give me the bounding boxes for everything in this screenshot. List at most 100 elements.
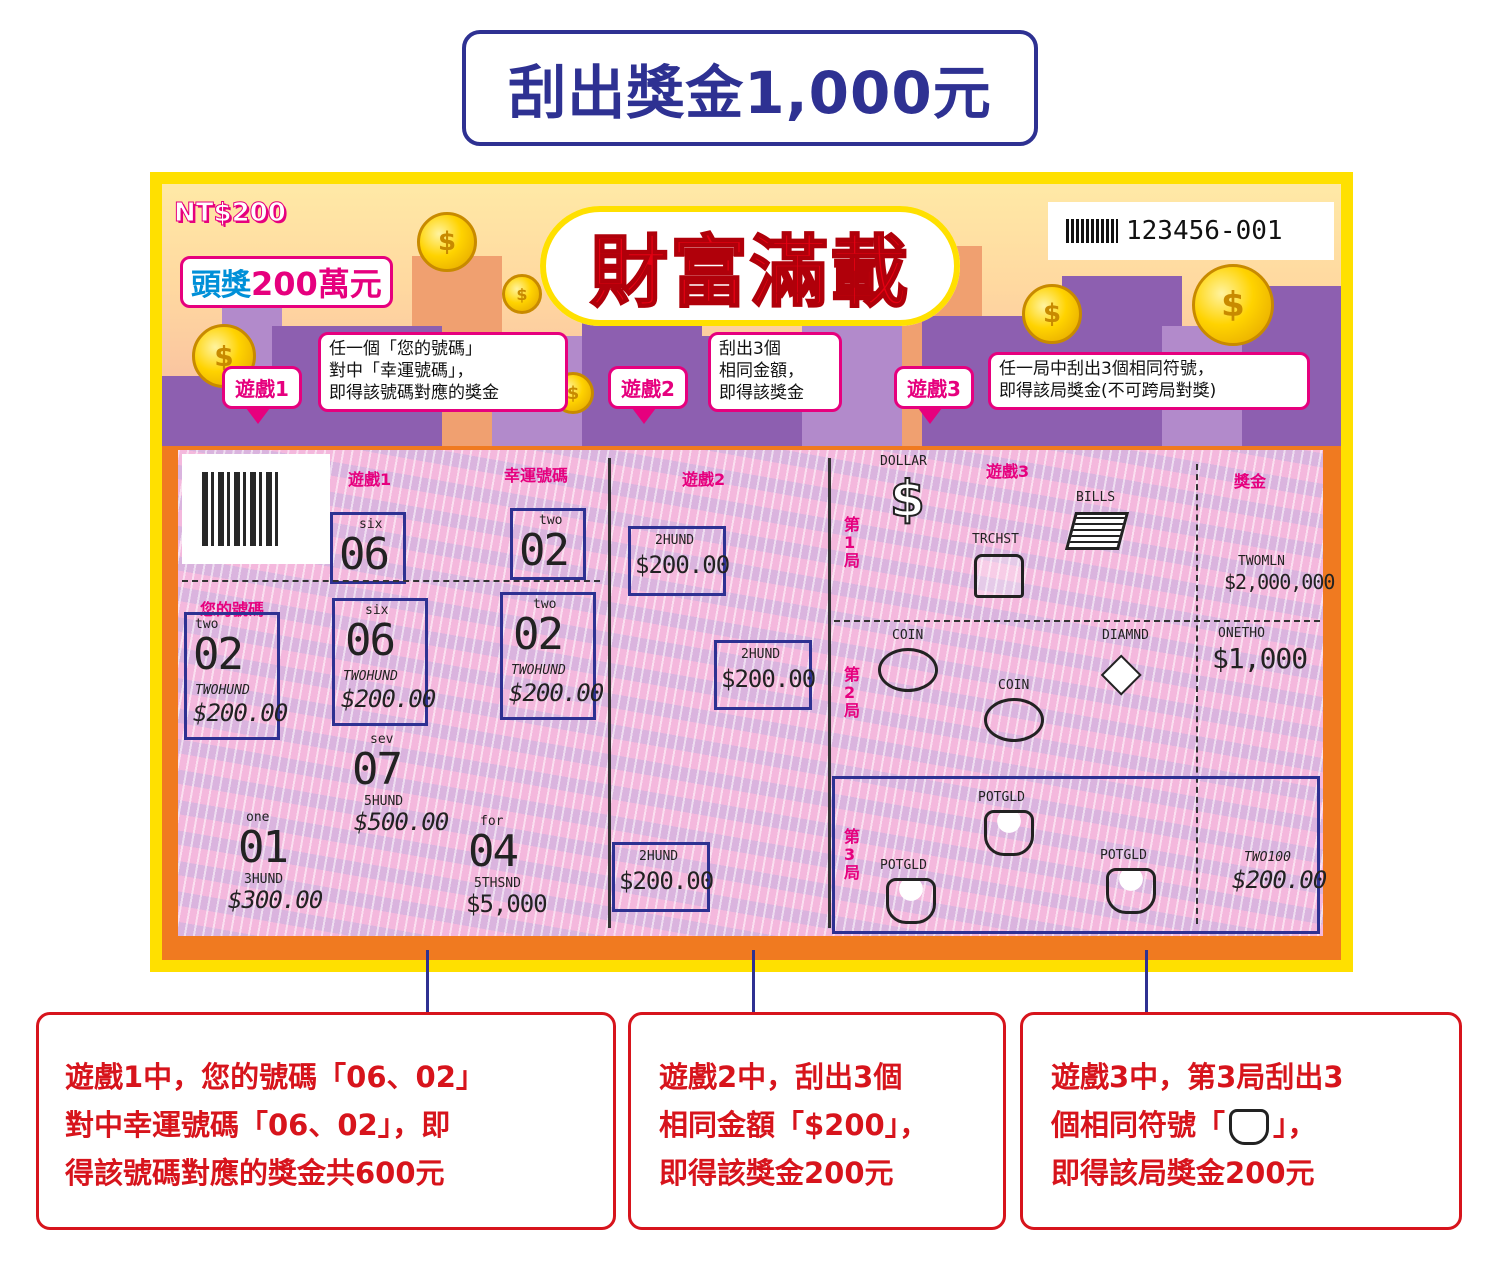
gold-coin-icon: $ xyxy=(417,212,477,272)
headline-box: 刮出獎金1,000元 xyxy=(462,30,1038,146)
game1-rule-line: 對中「幸運號碼」， xyxy=(329,361,474,381)
game3-label: 遊戲3 xyxy=(986,462,1030,481)
your-number-prize: $300.00 xyxy=(228,886,323,914)
diamond-icon: ◆ xyxy=(1101,642,1141,700)
round3-prize: $200.00 xyxy=(1232,866,1327,894)
callout-line-part: 」， xyxy=(1273,1108,1317,1142)
game-title-badge: 財富滿載 xyxy=(540,206,960,326)
divider-dashed xyxy=(834,620,1320,622)
serial-box: 123456-001 xyxy=(1048,202,1334,260)
symbol-word: POTGLD xyxy=(1100,848,1147,863)
top-prize-amount: 200萬元 xyxy=(251,265,382,303)
round3-win-highlight xyxy=(832,776,1320,934)
callout-game1: 遊戲1中，您的號碼「06、02」 對中幸運號碼「06、02」，即 得該號碼對應的… xyxy=(36,1012,616,1230)
cash-bills-icon xyxy=(1064,512,1130,550)
your-number-prize-word: TWOHUND xyxy=(511,663,566,678)
game-title: 財富滿載 xyxy=(589,227,910,319)
game2-rule-line: 即得該獎金 xyxy=(719,383,804,403)
round1-prize: $2,000,000 xyxy=(1224,570,1335,594)
serial-barcode-icon xyxy=(1066,219,1118,243)
your-number-word: six xyxy=(365,603,389,618)
game1-rule-line: 即得該號碼對應的獎金 xyxy=(329,383,499,403)
round2-prize: $1,000 xyxy=(1212,642,1308,675)
your-number-prize-word: 5HUND xyxy=(364,794,404,809)
headline-text: 刮出獎金1,000元 xyxy=(508,59,992,127)
game2-label: 遊戲2 xyxy=(682,470,726,489)
callout-line: 得該號碼對應的獎金共600元 xyxy=(65,1156,445,1190)
your-number-prize-word: TWOHUND xyxy=(343,669,398,684)
callout-line: 遊戲3中，第3局刮出3 xyxy=(1051,1060,1344,1094)
your-number-prize: $500.00 xyxy=(354,808,449,836)
your-number-prize: $200.00 xyxy=(341,685,436,713)
your-number-prize-word: 5THSND xyxy=(474,876,521,891)
serial-number: 123456-001 xyxy=(1126,216,1283,246)
callout-line: 即得該獎金200元 xyxy=(659,1156,894,1190)
your-number-cell: six 06 TWOHUND $200.00 xyxy=(332,598,436,726)
lottery-ticket: $ $ $ $ $ $ NT$200 頭獎 200萬元 財富滿載 123456-… xyxy=(150,172,1353,972)
game2-amount-word: 2HUND xyxy=(639,849,679,864)
your-number-prize: $200.00 xyxy=(509,679,604,707)
game1-rule: 任一個「您的號碼」 對中「幸運號碼」， 即得該號碼對應的獎金 xyxy=(318,332,568,412)
pot-of-gold-icon xyxy=(1106,868,1156,914)
your-number-value: 04 xyxy=(468,826,519,877)
dollar-sign-icon: $ xyxy=(889,469,926,529)
callout-line: 個相同符號「 」， xyxy=(1051,1101,1317,1149)
scratch-area[interactable]: 遊戲1 幸運號碼 您的號碼 six 06 two 02 two 02 TWOHU… xyxy=(178,450,1335,936)
game2-rule: 刮出3個 相同金額， 即得該獎金 xyxy=(708,332,842,412)
callout-line: 遊戲2中，刮出3個 xyxy=(659,1060,903,1094)
callout-line-part: 個相同符號「 xyxy=(1051,1108,1226,1142)
your-number-value: 02 xyxy=(513,609,564,660)
pot-of-gold-icon xyxy=(886,878,936,924)
top-prize-prefix: 頭獎 xyxy=(191,268,251,303)
connector-line xyxy=(752,950,755,1042)
game2-rule-line: 刮出3個 xyxy=(719,339,781,359)
round2-prize-word: ONETHO xyxy=(1218,626,1265,641)
lucky-numbers-label: 幸運號碼 xyxy=(504,466,569,485)
qr-code-icon xyxy=(202,472,278,546)
your-number-value: 01 xyxy=(238,822,289,873)
game2-tag: 遊戲2 xyxy=(608,366,688,409)
your-number-cell: two 02 TWOHUND $200.00 xyxy=(500,592,604,720)
pot-of-gold-icon xyxy=(1229,1109,1270,1145)
round3-prize-word: TWO100 xyxy=(1244,850,1291,865)
game2-amount: $200.00 xyxy=(721,665,816,693)
down-arrow-icon xyxy=(632,408,656,424)
your-number-prize-word: TWOHUND xyxy=(195,683,250,698)
lucky-number-word: six xyxy=(359,517,383,532)
game3-rule-line: 即得該局獎金(不可跨局對獎) xyxy=(999,381,1217,401)
lucky-number-word: two xyxy=(539,513,563,528)
connector-line xyxy=(1145,950,1148,1042)
symbol-word: COIN xyxy=(892,628,924,643)
coin-icon xyxy=(984,698,1044,742)
game3-prize-label: 獎金 xyxy=(1234,472,1267,491)
callout-line: 即得該局獎金200元 xyxy=(1051,1156,1315,1190)
symbol-word: POTGLD xyxy=(880,858,927,873)
callout-game2: 遊戲2中，刮出3個 相同金額「$200」， 即得該獎金200元 xyxy=(628,1012,1006,1230)
top-prize-banner: 頭獎 200萬元 xyxy=(180,256,393,308)
section-divider xyxy=(828,458,831,928)
gold-coin-icon: $ xyxy=(502,274,542,314)
game1-label: 遊戲1 xyxy=(348,470,392,489)
symbol-word: COIN xyxy=(998,678,1030,693)
lucky-number-value: 06 xyxy=(339,529,390,580)
your-number-word: one xyxy=(246,810,270,825)
symbol-word: DIAMND xyxy=(1102,628,1149,643)
game2-rule-line: 相同金額， xyxy=(719,361,804,381)
game2-amount-word: 2HUND xyxy=(741,647,781,662)
pot-of-gold-icon xyxy=(984,810,1034,856)
your-number-cell: two 02 TWOHUND $200.00 xyxy=(184,612,288,740)
treasure-chest-icon xyxy=(974,554,1024,598)
game2-amount-cell: 2HUND $200.00 xyxy=(628,526,730,596)
lucky-number-value: 02 xyxy=(519,525,570,576)
your-number-word: two xyxy=(195,617,219,632)
symbol-word: DOLLAR xyxy=(880,454,927,469)
lucky-number-cell: six 06 xyxy=(330,512,406,584)
down-arrow-icon xyxy=(246,408,270,424)
callout-line: 相同金額「$200」， xyxy=(659,1108,929,1142)
your-number-value: 06 xyxy=(345,615,396,666)
game3-rule-line: 任一局中刮出3個相同符號， xyxy=(999,359,1214,379)
your-number-value: 07 xyxy=(352,744,403,795)
symbol-word: POTGLD xyxy=(978,790,1025,805)
your-number-word: for xyxy=(480,814,504,829)
down-arrow-icon xyxy=(918,408,942,424)
